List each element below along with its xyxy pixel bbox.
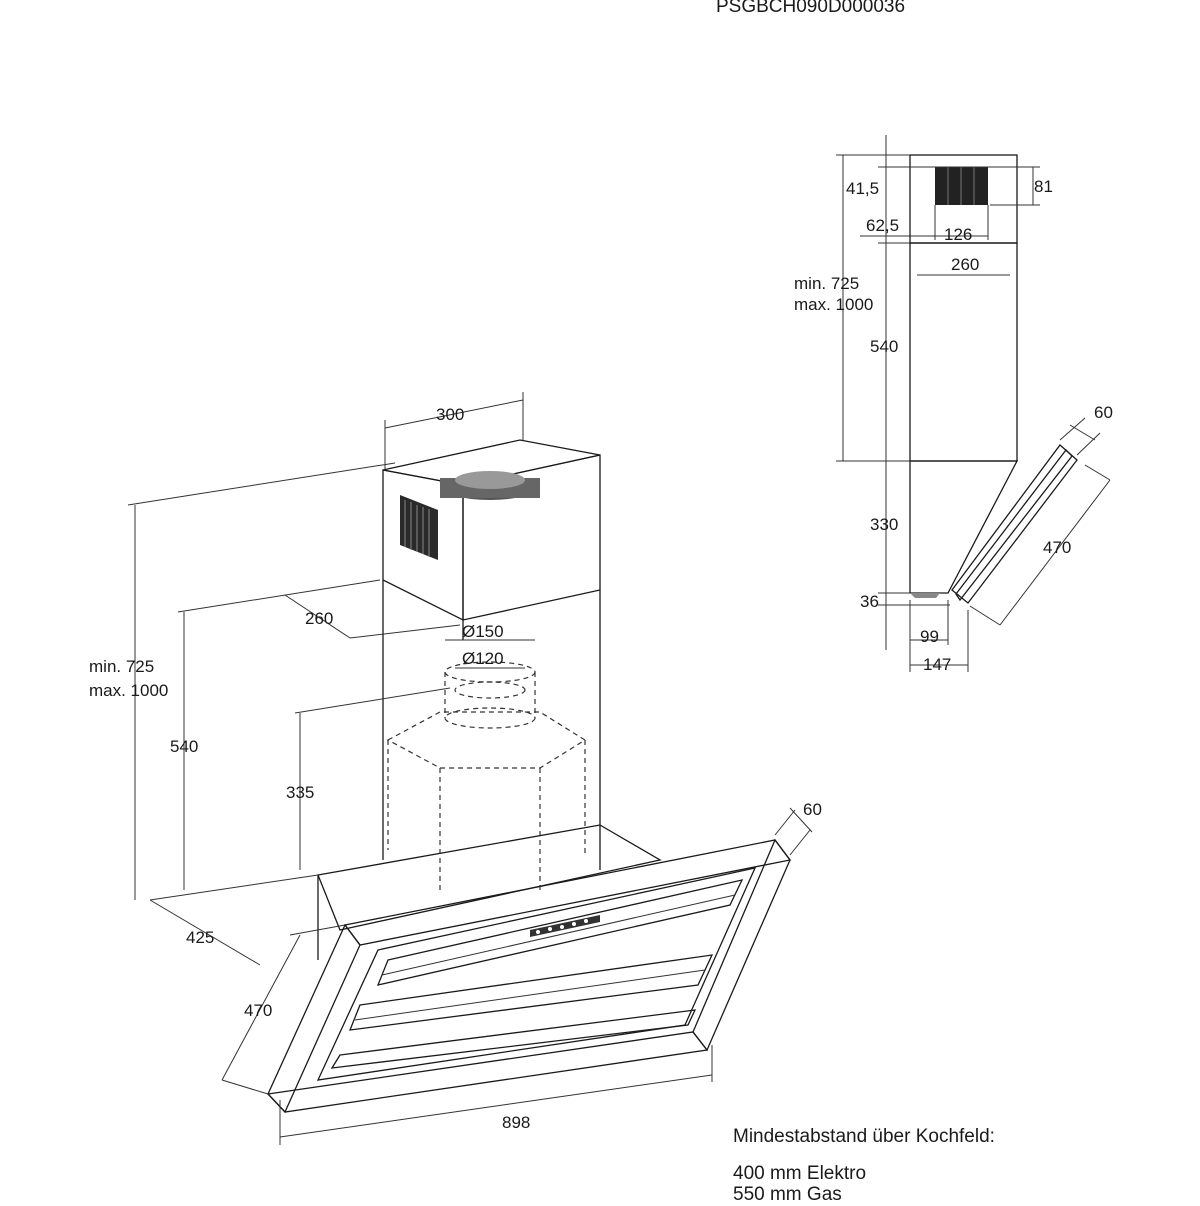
dim-canopy-thickness: 60 — [803, 800, 822, 819]
dim-depth: 425 — [186, 928, 214, 947]
glass-canopy — [266, 838, 792, 1114]
side-dim-chimney-height: 540 — [870, 337, 898, 356]
side-dim-outlet-offset: 62,5 — [866, 216, 899, 235]
dim-width: 898 — [502, 1113, 530, 1132]
document-code: PSGBCH090D000036 — [716, 0, 906, 17]
dim-height-min: min. 725 — [89, 657, 154, 676]
side-dim-chimney-depth: 260 — [951, 255, 979, 274]
note-heading: Mindestabstand über Kochfeld: — [733, 1126, 995, 1147]
vent-grille-icon — [400, 495, 438, 560]
note-electric: 400 mm Elektro — [733, 1163, 867, 1184]
side-dimension-lines — [836, 135, 1111, 672]
dim-height-max: max. 1000 — [89, 681, 168, 700]
back-plate — [317, 824, 662, 960]
dim-top-width: 300 — [436, 405, 464, 424]
side-dim-bottom-height: 36 — [860, 592, 879, 611]
dim-inner-diameter: Ø120 — [462, 649, 504, 668]
side-dim-top-offset: 41,5 — [846, 179, 879, 198]
side-dim-outlet-height: 81 — [1034, 177, 1053, 196]
note-gas: 550 mm Gas — [733, 1184, 842, 1205]
duct-dashed — [386, 661, 587, 890]
dim-canopy-length: 470 — [244, 1001, 272, 1020]
side-dim-body-height: 330 — [870, 515, 898, 534]
side-dim-canopy-thickness: 60 — [1094, 403, 1113, 422]
side-body-drawing — [909, 154, 1078, 604]
side-labels: 41,5 81 62,5 126 260 min. 725 max. 1000 … — [794, 177, 1113, 674]
top-opening-icon — [440, 471, 540, 500]
front-labels: 300 260 Ø150 Ø120 min. 725 max. 1000 540… — [89, 405, 822, 1132]
side-dim-canopy-length: 470 — [1043, 538, 1071, 557]
dim-outlet-height: 335 — [286, 783, 314, 802]
front-view: 300 260 Ø150 Ø120 min. 725 max. 1000 540… — [89, 392, 822, 1145]
dim-outer-diameter: Ø150 — [462, 622, 504, 641]
side-dim-height-min: min. 725 — [794, 274, 859, 293]
side-dim-height-max: max. 1000 — [794, 295, 873, 314]
control-panel-icon — [530, 915, 600, 937]
front-dimension-lines — [127, 392, 813, 1145]
side-dim-bottom-offset: 99 — [920, 627, 939, 646]
chimney-drawing — [382, 439, 601, 870]
dim-chimney-depth: 260 — [305, 609, 333, 628]
side-dim-bottom-depth: 147 — [923, 655, 951, 674]
side-dim-outlet-width: 126 — [944, 225, 972, 244]
dim-chimney-height: 540 — [170, 737, 198, 756]
side-view: 41,5 81 62,5 126 260 min. 725 max. 1000 … — [794, 135, 1113, 674]
